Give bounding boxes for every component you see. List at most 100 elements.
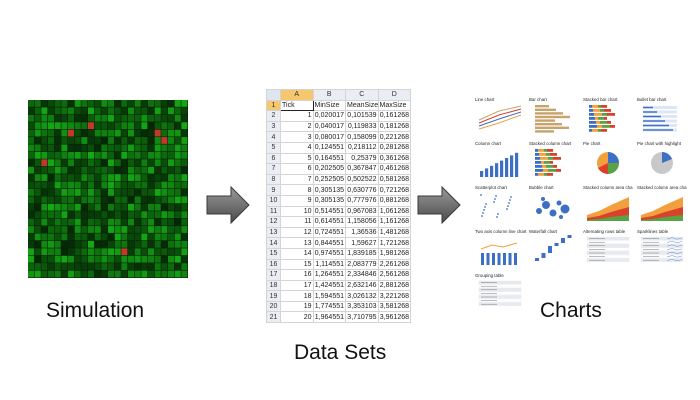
grid-cell: [114, 270, 121, 278]
chart-thumbnail-graphic: [535, 105, 570, 133]
table-cell: 0,218112: [345, 141, 379, 154]
chart-thumbnail: Sparklines table: [637, 229, 686, 269]
grid-cell: [128, 255, 135, 263]
grid-cell: [41, 114, 48, 122]
grid-cell: [154, 181, 161, 189]
grid-cell: [81, 240, 88, 248]
chart-thumbnail-title: Waterfall chart: [529, 229, 558, 234]
grid-cell: [41, 211, 48, 219]
grid-cell: [54, 181, 61, 189]
table-cell: 2: [280, 120, 314, 133]
grid-cell: [168, 211, 175, 219]
grid-cell: [128, 248, 135, 256]
grid-cell: [74, 240, 81, 248]
grid-cell: [181, 263, 188, 270]
table-cell: 2,632146: [345, 279, 379, 292]
grid-cell: [128, 263, 135, 270]
grid-cell: [148, 107, 155, 115]
waterfall-mark: [548, 246, 552, 253]
grid-cell: [101, 151, 108, 159]
row-number: 6: [266, 152, 281, 165]
grid-cell: [81, 107, 88, 115]
table-row-mark: [586, 254, 630, 259]
row-number: 1: [266, 99, 281, 112]
grid-cell: [34, 166, 41, 174]
grid-cell: [88, 166, 95, 174]
grid-cell: [88, 211, 95, 219]
chart-thumbnail-graphic: [480, 242, 518, 265]
grid-cell: [41, 144, 48, 152]
grid-cell: [121, 196, 128, 204]
grid-cell: [28, 107, 35, 115]
table-cell: 17: [280, 279, 314, 292]
chart-thumbnail-title: Bar chart: [529, 97, 547, 102]
grid-cell: [134, 218, 141, 226]
bar-mark: [535, 161, 541, 164]
grid-cell: [161, 137, 168, 144]
grid-cell: [74, 248, 81, 256]
table-cell: 0,040017: [312, 120, 346, 133]
column-mark: [510, 155, 514, 177]
table-cell: 0,514551: [312, 205, 346, 218]
table-cell: 0,202505: [312, 163, 346, 175]
grid-cell: [141, 181, 148, 189]
bar-mark: [535, 165, 542, 168]
bar-mark: [535, 105, 549, 108]
bar-mark: [589, 129, 592, 132]
grid-cell: [128, 137, 135, 144]
chart-thumbnail-graphic: [478, 105, 522, 130]
grid-cell: [161, 270, 168, 278]
row-number: 8: [266, 173, 281, 186]
bar-mark: [600, 121, 607, 124]
table-row-mark: [586, 258, 630, 262]
grid-cell: [141, 203, 148, 211]
table-cell: 0,305135: [312, 184, 346, 196]
grid-cell: [134, 226, 141, 233]
simulation-grid: [28, 100, 188, 278]
grid-cell: [128, 189, 135, 196]
table-cell: 19: [280, 300, 314, 313]
grid-cell: [148, 166, 155, 174]
grid-cell: [181, 174, 188, 181]
grid-cell: [41, 270, 48, 278]
grid-cell: [161, 226, 168, 233]
table-row-mark: [478, 295, 522, 299]
grid-cell: [81, 144, 88, 152]
grid-cell: [101, 159, 108, 167]
grid-cell: [121, 151, 128, 159]
grid-cell: [68, 255, 75, 263]
grid-cell: [61, 203, 68, 211]
grid-cell: [41, 129, 48, 137]
grid-cell: [141, 137, 148, 144]
table-cell: 7: [280, 173, 314, 186]
bubble-mark: [560, 204, 570, 214]
grid-cell: [81, 263, 88, 270]
bar-mark: [550, 153, 557, 156]
bar-mark: [547, 149, 553, 152]
chart-thumbnail-title: Alternating rows table: [583, 229, 626, 234]
grid-cell: [94, 159, 101, 167]
grid-cell: [28, 122, 35, 130]
table-cell: 16: [280, 269, 314, 281]
grid-cell: [81, 129, 88, 137]
grid-cell: [154, 211, 161, 219]
grid-cell: [108, 151, 115, 159]
data-set-spreadsheet: A B C D 1 Tick MinSize MeanSize MaxSize …: [266, 89, 411, 324]
grid-cell: [114, 263, 121, 270]
grid-cell: [154, 174, 161, 181]
chart-thumbnail: Pie chart with highlight: [637, 141, 686, 181]
grid-cell: [121, 226, 128, 233]
grid-cell: [148, 233, 155, 241]
grid-cell: [94, 151, 101, 159]
grid-cell: [174, 181, 181, 189]
scatter-point: [483, 209, 485, 211]
grid-cell: [48, 270, 55, 278]
grid-cell: [108, 174, 115, 181]
row-number: 9: [266, 184, 281, 196]
bar-mark: [535, 119, 555, 122]
bar-mark: [643, 124, 669, 127]
grid-cell: [101, 166, 108, 174]
grid-cell: [54, 166, 61, 174]
